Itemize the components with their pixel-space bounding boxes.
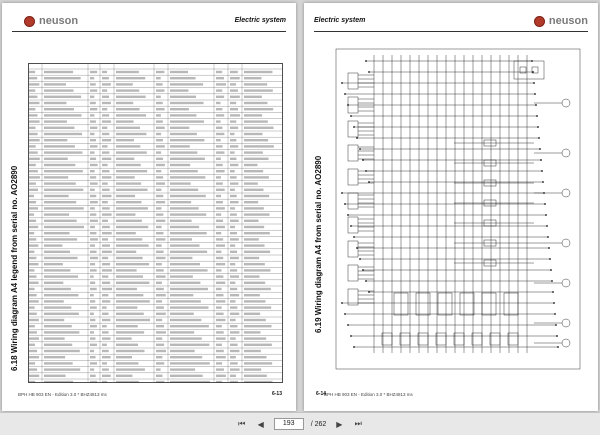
page-number: 6-13 (271, 391, 282, 397)
page-title: 6.19 Wiring diagram A4 from serial no. A… (314, 155, 323, 333)
prev-page-icon[interactable]: ◀ (257, 419, 264, 429)
next-page-icon[interactable]: ▶ (336, 419, 343, 429)
page-total: / 262 (310, 420, 327, 428)
pdf-viewer-toolbar: ⏮ ◀ 193 / 262 ▶ ⏭ (0, 412, 600, 435)
page-footer: BPH HB 903 EN - Edition 3.0 * BHZ4813 ms (18, 392, 107, 397)
page-number: 6-14 (316, 391, 327, 397)
brand-logo: neuson (24, 15, 78, 27)
left-page: neuson Electric system 6.18 Wiring diagr… (2, 3, 296, 411)
section-title: Electric system (234, 17, 286, 24)
neuson-logo-icon (24, 15, 35, 27)
page-header: neuson Electric system (12, 15, 286, 32)
brand-name: neuson (39, 15, 79, 27)
wiring-diagram-graphic (335, 48, 581, 370)
wiring-diagram (334, 43, 584, 373)
section-title: Electric system (314, 17, 366, 24)
brand-logo: neuson (533, 15, 588, 27)
neuson-logo-icon (533, 15, 545, 27)
page-header: Electric system neuson (314, 15, 588, 32)
legend-table (28, 63, 283, 384)
page-number-input[interactable]: 193 (273, 418, 304, 430)
legend-table-graphic (28, 63, 283, 384)
page-footer: BPH HB 903 EN - Edition 3.0 * BHZ4813 ms (324, 392, 413, 397)
first-page-icon[interactable]: ⏮ (238, 419, 246, 428)
last-page-icon[interactable]: ⏭ (354, 419, 362, 428)
right-page: Electric system neuson 6.19 Wiring diagr… (304, 3, 598, 411)
brand-name: neuson (548, 15, 588, 27)
page-title: 6.18 Wiring diagram A4 legend from seria… (10, 165, 19, 371)
